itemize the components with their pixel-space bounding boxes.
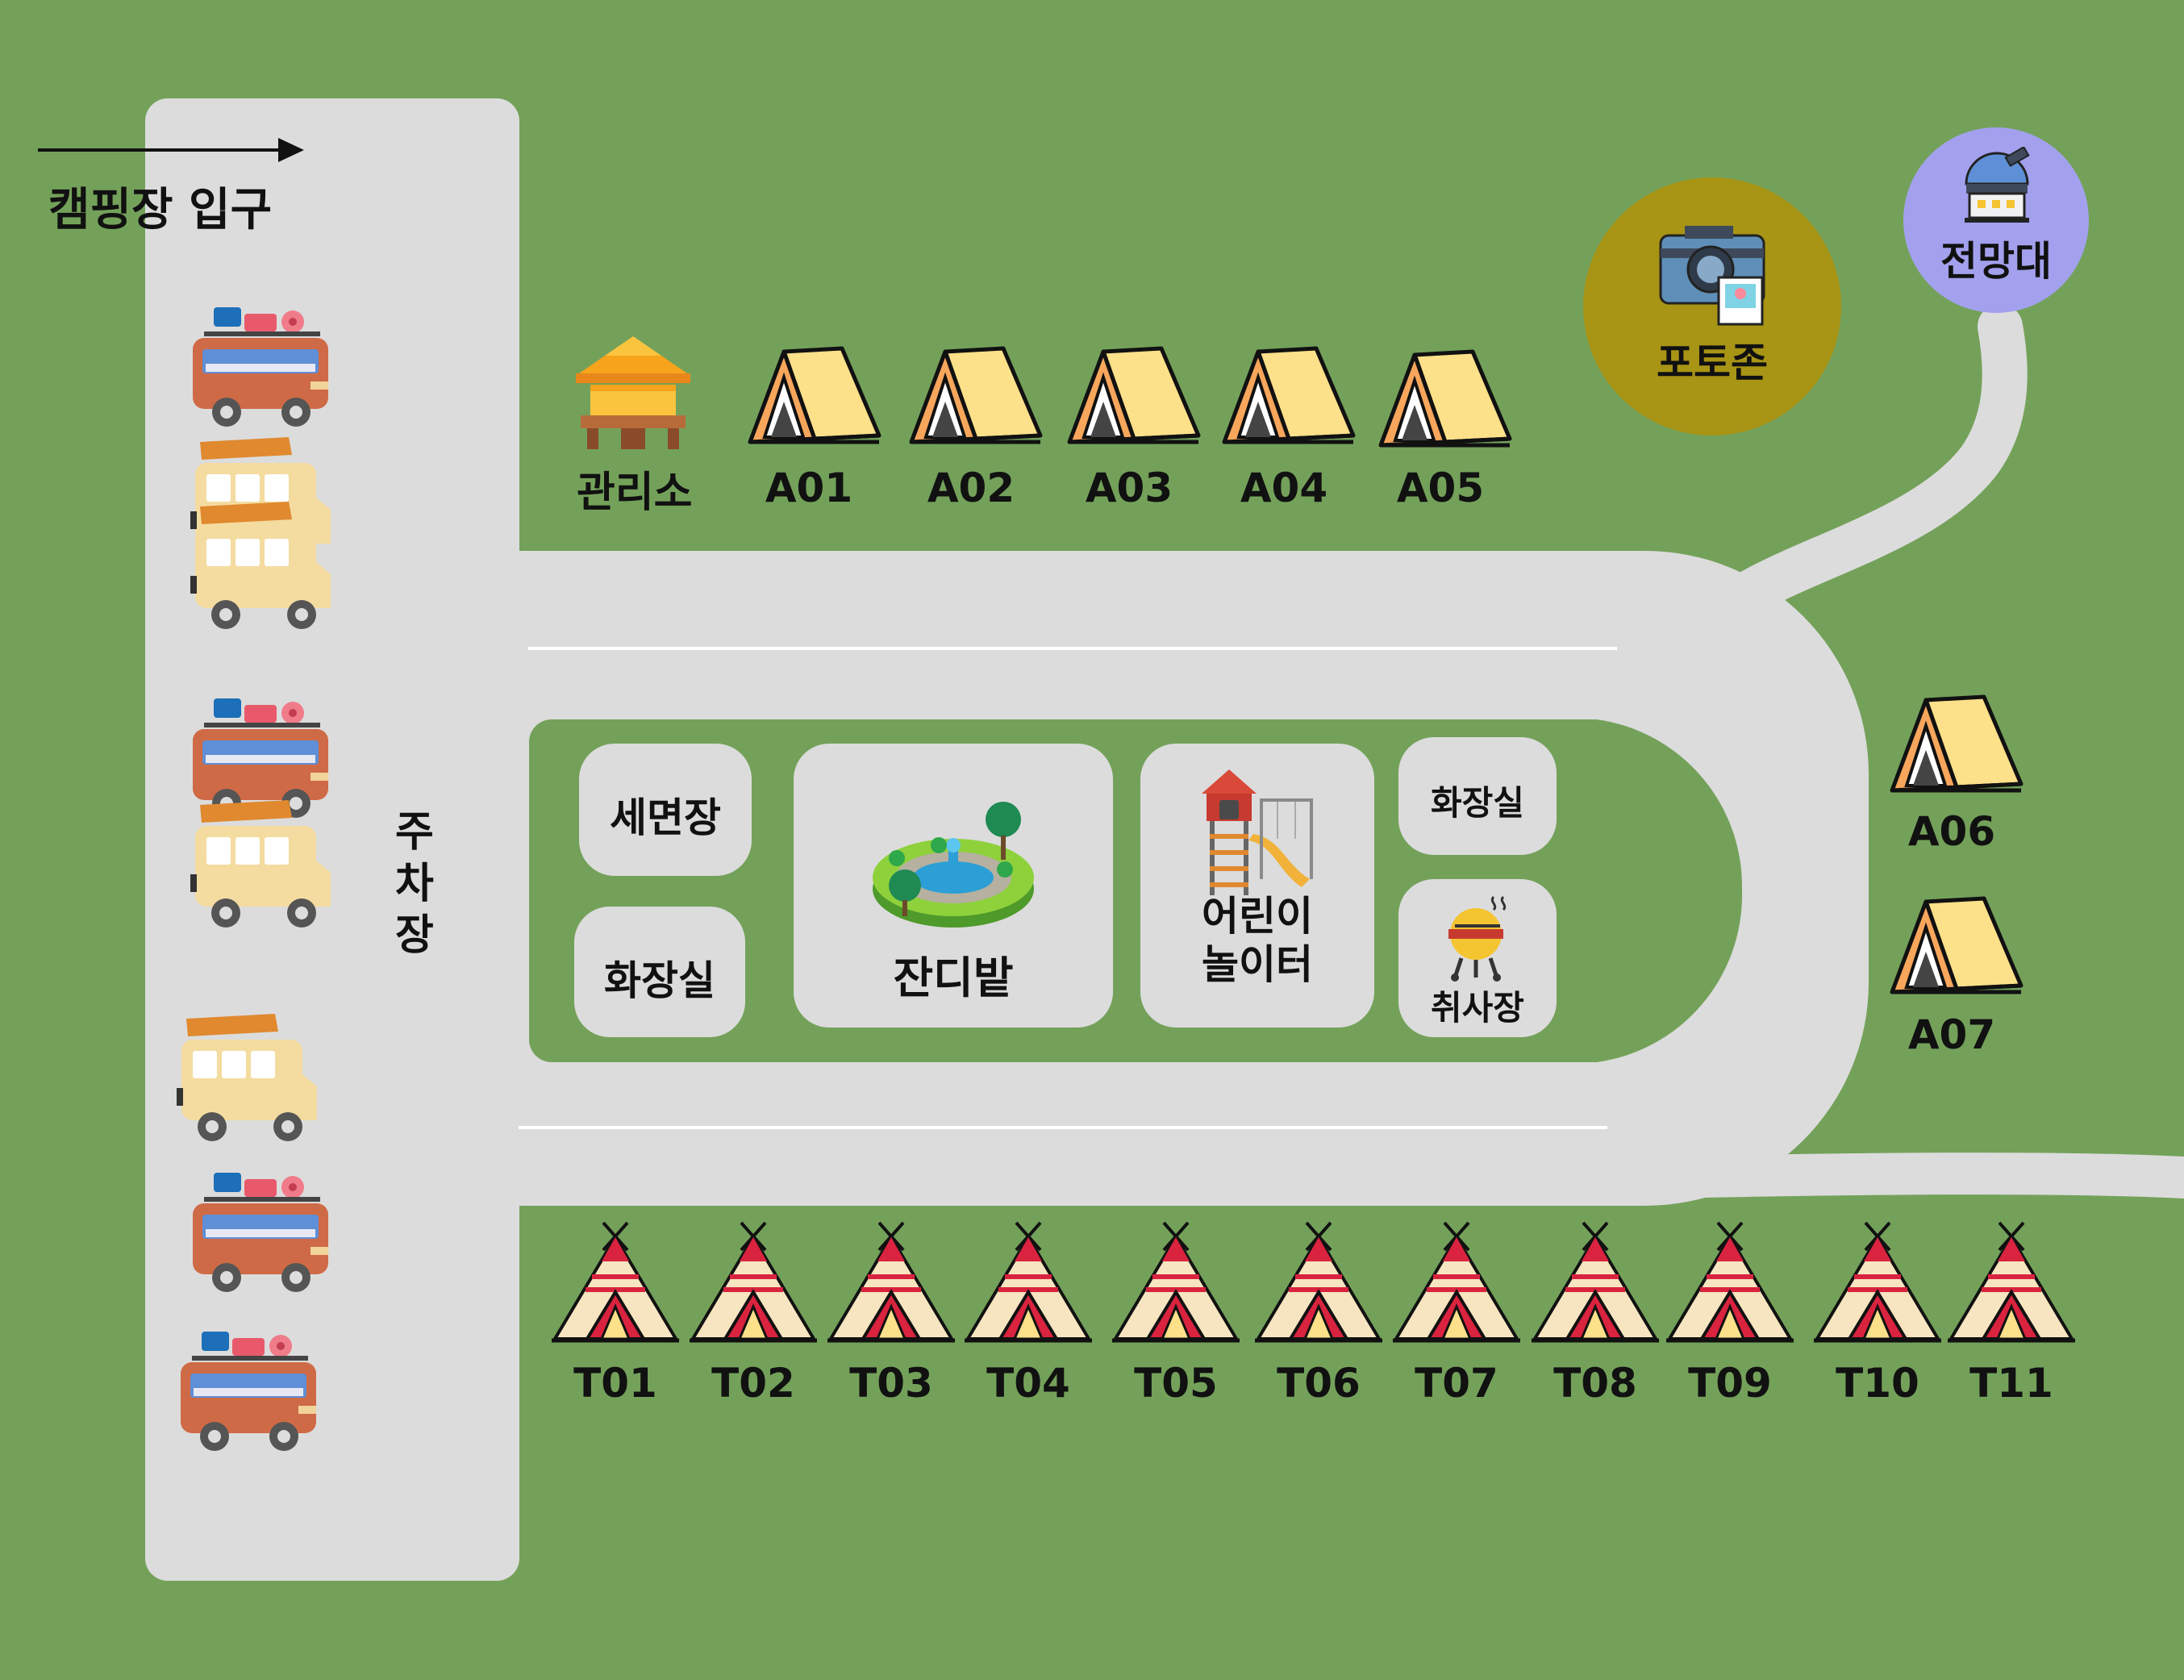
tent-icon[interactable] [1066, 345, 1203, 453]
tipi-icon[interactable] [1665, 1218, 1795, 1352]
site-label-a07: A07 [1907, 1011, 1996, 1058]
management-hut-icon [576, 336, 690, 449]
site-label-t02: T02 [711, 1360, 795, 1407]
facility-restroom-left-label: 화장실 [604, 957, 715, 1004]
facility-lawn-label: 잔디밭 [893, 953, 1014, 1003]
facility-restroom-right[interactable]: 화장실 [1398, 737, 1557, 855]
facility-restroom-right-label: 화장실 [1431, 783, 1524, 823]
site-label-t08: T08 [1553, 1360, 1637, 1407]
management-label: 관리소 [577, 469, 693, 517]
site-label-a02: A02 [927, 465, 1015, 511]
photo-zone-label: 포토존 [1657, 340, 1768, 386]
site-label-a06: A06 [1907, 808, 1996, 855]
tipi-icon[interactable] [550, 1218, 681, 1352]
site-label-a04: A04 [1240, 465, 1328, 511]
observatory-icon [1965, 147, 2030, 223]
camera-icon [1659, 226, 1765, 326]
camper-van-icon [177, 1014, 317, 1141]
red-car-icon [193, 1173, 328, 1292]
site-label-t06: T06 [1277, 1360, 1361, 1407]
facility-lawn[interactable]: 잔디밭 [794, 744, 1113, 1028]
site-label-t01: T01 [573, 1360, 657, 1407]
site-label-a03: A03 [1085, 465, 1173, 511]
playground-slide-icon [1202, 769, 1313, 895]
facility-wash-label: 세면장 [610, 794, 721, 841]
entrance-arrow-icon [38, 138, 304, 162]
path-east-exit [1640, 1153, 2184, 1199]
tipi-icon[interactable] [1812, 1218, 1943, 1352]
observatory-label: 전망대 [1940, 238, 2052, 285]
tent-icon[interactable] [747, 345, 884, 453]
site-label-a05: A05 [1396, 465, 1485, 511]
site-label-t03: T03 [849, 1360, 933, 1407]
photo-zone[interactable]: 포토존 [1583, 177, 1841, 436]
facility-cooking[interactable]: 취사장 [1398, 879, 1557, 1037]
red-car-icon [193, 698, 328, 818]
site-label-t10: T10 [1836, 1360, 1919, 1407]
grill-icon [1448, 895, 1507, 982]
tent-icon[interactable] [1378, 348, 1515, 456]
facility-playground-label: 어린이 놀이터 [1202, 893, 1313, 988]
tipi-icon[interactable] [1391, 1218, 1522, 1352]
observatory[interactable]: 전망대 [1903, 127, 2089, 313]
parking-label: 주 차 장 [395, 808, 434, 960]
red-car-icon [193, 307, 328, 427]
facility-restroom-left[interactable]: 화장실 [574, 907, 745, 1037]
site-label-t07: T07 [1415, 1360, 1498, 1407]
site-label-t04: T04 [986, 1360, 1070, 1407]
site-label-t09: T09 [1688, 1360, 1772, 1407]
red-car-icon [181, 1332, 316, 1451]
tipi-icon[interactable] [1946, 1218, 2077, 1352]
path-to-observatory [1695, 304, 2028, 640]
tent-icon[interactable] [1889, 895, 2026, 1003]
entrance-label: 캠핑장 입구 [48, 184, 273, 236]
tent-icon[interactable] [908, 345, 1045, 453]
tipi-icon[interactable] [1530, 1218, 1661, 1352]
tent-icon[interactable] [1889, 694, 2026, 802]
site-label-t11: T11 [1969, 1360, 2053, 1407]
site-label-t05: T05 [1134, 1360, 1218, 1407]
camper-van-icon [190, 502, 331, 629]
site-label-a01: A01 [765, 465, 853, 511]
facility-wash[interactable]: 세면장 [579, 744, 752, 876]
tipi-icon[interactable] [1111, 1218, 1241, 1352]
tipi-icon[interactable] [1253, 1218, 1384, 1352]
tipi-icon[interactable] [963, 1218, 1094, 1352]
park-fountain-icon [873, 802, 1034, 928]
tent-icon[interactable] [1221, 345, 1358, 453]
tipi-icon[interactable] [826, 1218, 957, 1352]
tipi-icon[interactable] [688, 1218, 819, 1352]
facility-playground[interactable]: 어린이 놀이터 [1140, 744, 1374, 1028]
camper-van-icon [190, 800, 331, 928]
facility-cooking-label: 취사장 [1431, 988, 1524, 1028]
